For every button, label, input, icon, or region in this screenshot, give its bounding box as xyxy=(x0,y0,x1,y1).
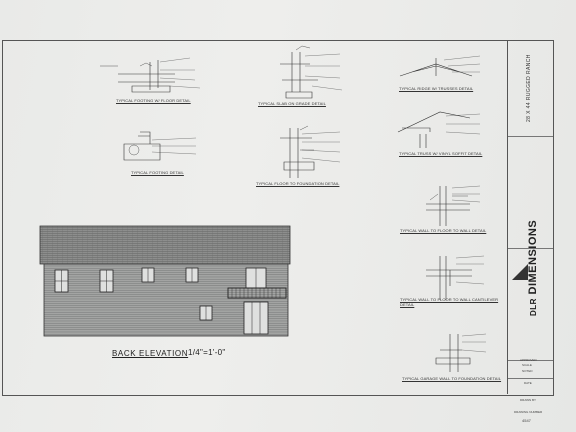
brand-logo-mark xyxy=(512,264,528,280)
drawing-number-label: DRAWING NUMBER xyxy=(514,410,543,414)
approved-label: APPROVED xyxy=(520,358,537,362)
title-block-date-cell: DATE xyxy=(508,378,553,394)
detail-title-floor-foundation: TYPICAL FLOOR TO FOUNDATION DETAIL xyxy=(256,181,340,186)
title-block-project-cell: 28 X 44 RUGGED RANCH xyxy=(508,40,553,137)
date-label: DATE xyxy=(524,381,532,385)
detail-title-cantilever: TYPICAL WALL TO FLOOR TO WALL CANTILEVER… xyxy=(400,297,499,307)
project-name: 28 X 44 RUGGED RANCH xyxy=(526,54,532,122)
patio-door xyxy=(243,301,269,335)
detail-title-garage-wall: TYPICAL GARAGE WALL TO FOUNDATION DETAIL xyxy=(402,376,502,381)
title-block: 28 X 44 RUGGED RANCH SCALE NOTED DATE xyxy=(507,40,553,394)
detail-title-wall-floor-wall: TYPICAL WALL TO FLOOR TO WALL DETAIL xyxy=(400,228,487,233)
deck-rail xyxy=(227,287,287,299)
brand-prefix: DLR xyxy=(529,298,538,316)
back-elevation-title: BACK ELEVATION xyxy=(112,349,189,358)
detail-title-footing: TYPICAL FOOTING DETAIL xyxy=(131,170,184,175)
detail-title-footing-floor: TYPICAL FOOTING W/ FLOOR DETAIL xyxy=(116,98,191,103)
roof xyxy=(39,225,291,265)
detail-title-truss-soffit: TYPICAL TRUSS W/ VINYL SOFFIT DETAIL xyxy=(399,151,483,156)
scale-value: NOTED xyxy=(522,369,533,373)
title-block-info-cell xyxy=(508,136,553,249)
drawn-by-label: DRAWN BY xyxy=(520,398,537,402)
drawing-number: 4547 xyxy=(522,418,531,423)
scale-label: SCALE xyxy=(522,363,532,367)
sheet-border xyxy=(2,40,554,396)
detail-title-ridge-trusses: TYPICAL RIDGE W/ TRUSSES DETAIL xyxy=(399,86,474,91)
title-block-brand-cell xyxy=(508,248,553,361)
detail-title-slab-on-grade: TYPICAL SLAB ON GRADE DETAIL xyxy=(258,101,326,106)
title-block-scale-cell: SCALE NOTED xyxy=(508,360,553,379)
back-elevation-scale: 1/4"=1'-0" xyxy=(188,348,226,357)
brand-name: DIMENSIONS xyxy=(527,219,539,295)
